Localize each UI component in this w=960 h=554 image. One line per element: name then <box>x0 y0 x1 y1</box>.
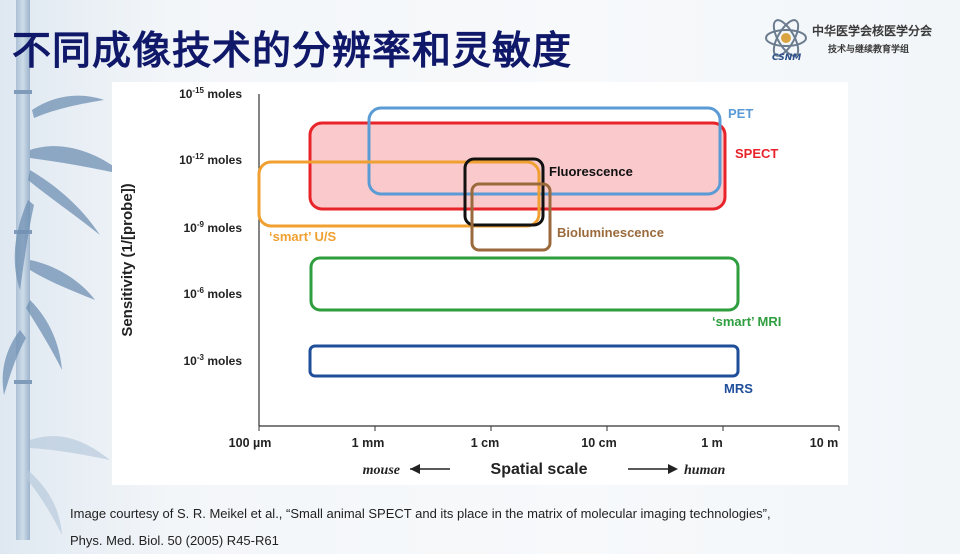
bamboo-decoration <box>2 0 125 540</box>
us-region <box>257 160 541 228</box>
xtick-label-1m: 1 m <box>701 436 723 450</box>
ytick-label-1e-6: 10-6 moles <box>184 286 243 301</box>
xtick-label-10m: 10 m <box>810 436 839 450</box>
caption-line-1: Image courtesy of S. R. Meikel et al., “… <box>70 506 771 521</box>
xtick-label-1cm: 1 cm <box>471 436 500 450</box>
logo-society-name: 中华医学会核医学分会 <box>812 24 933 38</box>
mrs-label: MRS <box>724 381 753 396</box>
caption-line-2: Phys. Med. Biol. 50 (2005) R45-R61 <box>70 533 279 548</box>
spect-region <box>308 121 727 211</box>
emblem-text: CSNM <box>772 53 801 63</box>
atom-emblem-icon: CSNM <box>765 19 807 63</box>
bioluminescence-label: Bioluminescence <box>557 225 664 240</box>
fluorescence-label: Fluorescence <box>549 164 633 179</box>
logo-group-name: 技术与继续教育学组 <box>828 45 910 55</box>
x-axis-mouse-label: mouse <box>363 463 400 478</box>
mri-label: ‘smart’ MRI <box>712 314 781 329</box>
x-axis-human-label: human <box>684 463 725 478</box>
y-axis-title: Sensitivity (1/[probe]) <box>119 183 136 336</box>
mrs-region <box>308 344 740 378</box>
x-axis-title: Spatial scale <box>491 461 588 478</box>
pet-label: PET <box>728 106 753 121</box>
xtick-label-10cm: 10 cm <box>581 436 616 450</box>
diagram-svg: 10-15 moles 10-12 moles 10-9 moles 10-6 … <box>119 86 840 478</box>
xtick-label-100um: 100 µm <box>229 436 272 450</box>
ytick-label-1e-3: 10-3 moles <box>184 353 243 368</box>
xtick-label-1mm: 1 mm <box>352 436 385 450</box>
slide-title: 不同成像技术的分辨率和灵敏度 <box>12 29 573 74</box>
ytick-label-1e-9: 10-9 moles <box>184 220 243 235</box>
ytick-label-1e-12: 10-12 moles <box>179 152 242 167</box>
ytick-label-1e-15: 10-15 moles <box>179 86 242 101</box>
bioluminescence-region <box>470 182 552 252</box>
left-arrow-icon <box>410 464 450 474</box>
image-caption: Image courtesy of S. R. Meikel et al., “… <box>70 500 950 554</box>
modality-diagram: 10-15 moles 10-12 moles 10-9 moles 10-6 … <box>112 82 848 485</box>
fluorescence-region <box>463 157 545 227</box>
csnm-logo: CSNM 中华医学会核医学分会 技术与继续教育学组 <box>762 16 958 64</box>
us-label: ‘smart’ U/S <box>269 229 337 244</box>
mri-region <box>309 256 740 312</box>
right-arrow-icon <box>628 464 678 474</box>
spect-label: SPECT <box>735 146 778 161</box>
